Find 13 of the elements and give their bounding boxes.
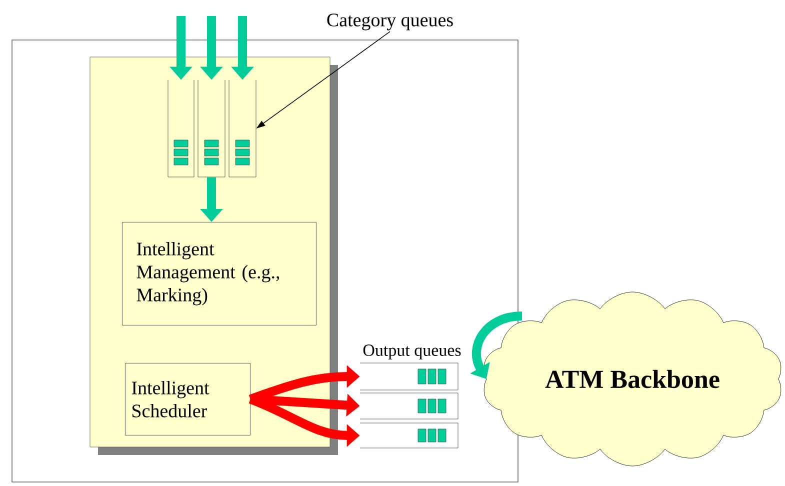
process-box: Intelligent Management (e.g., Marking) [122, 222, 316, 326]
panel [90, 56, 338, 455]
label-text: Output queues [363, 344, 461, 360]
cloud: ATM Backbone [484, 292, 782, 466]
process-box: Intelligent Scheduler [125, 363, 250, 436]
queue-drawing [360, 362, 458, 390]
queue-drawing [360, 422, 458, 448]
caption-text: Category queues [327, 14, 453, 30]
device-frame [12, 40, 518, 482]
queue-drawing [228, 80, 256, 178]
queue-drawing [168, 80, 194, 178]
queue-drawing [360, 392, 458, 420]
queue-drawing [198, 80, 226, 178]
